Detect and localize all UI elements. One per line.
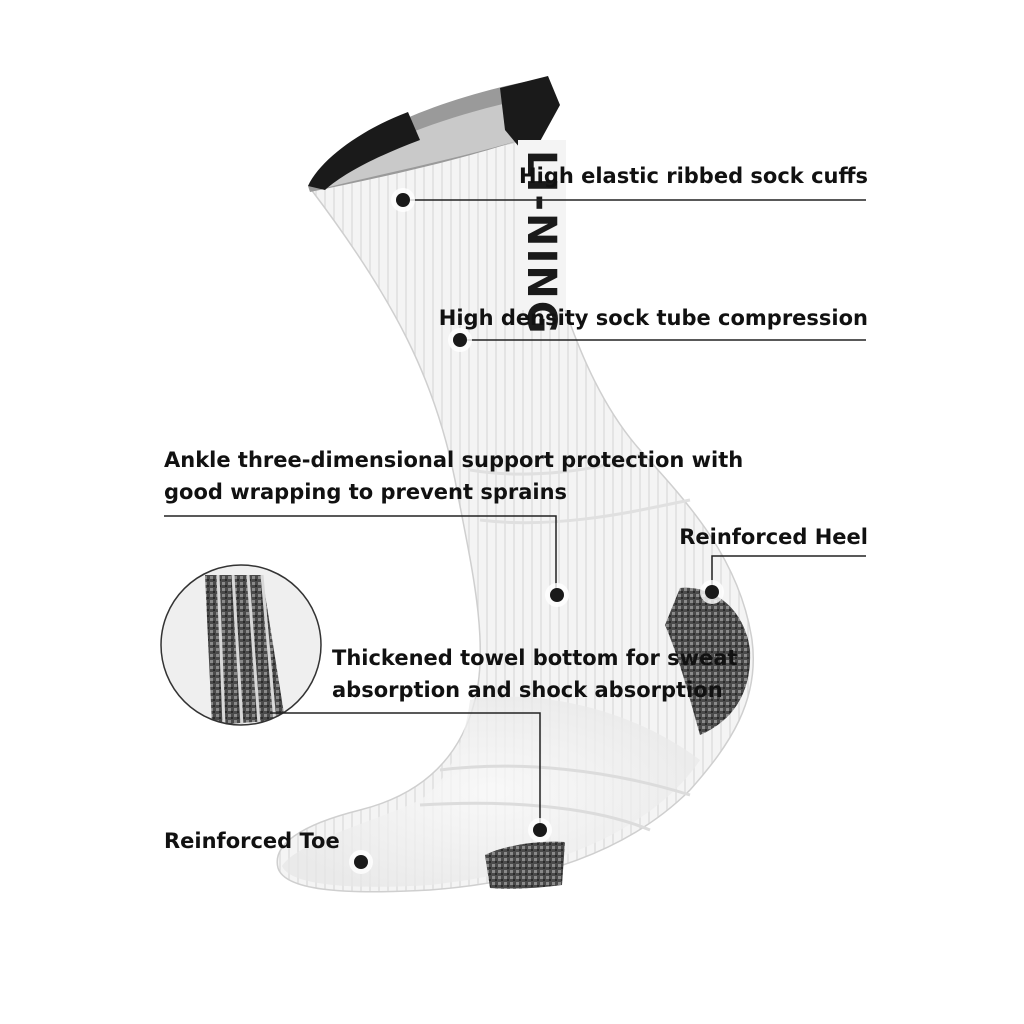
dot-marker-icon xyxy=(448,328,472,352)
callout-towel: Thickened towel bottom for sweat absorpt… xyxy=(332,642,737,706)
markers xyxy=(349,188,724,874)
leader-lines xyxy=(164,199,866,830)
sock-cuff-band-right xyxy=(500,76,560,148)
sock-brand-text: LI-NING xyxy=(518,150,564,336)
reinforced-heel-zone xyxy=(665,587,751,735)
callout-towel-line2: absorption and shock absorption xyxy=(332,678,723,702)
callout-ankle-line1: Ankle three-dimensional support protecti… xyxy=(164,448,744,472)
sock-foot-cushion xyxy=(282,696,700,887)
dot-marker-icon xyxy=(700,580,724,604)
leader-towel xyxy=(270,712,541,830)
callout-tube: High density sock tube compression xyxy=(438,306,868,330)
callout-cuffs: High elastic ribbed sock cuffs xyxy=(519,164,868,188)
dot-marker-icon xyxy=(391,188,415,212)
callout-ankle: Ankle three-dimensional support protecti… xyxy=(164,444,743,508)
dot-marker-icon xyxy=(528,818,552,842)
dot-marker-icon xyxy=(349,850,373,874)
callout-towel-line1: Thickened towel bottom for sweat xyxy=(332,646,738,670)
magnified-detail-icon xyxy=(160,564,322,726)
sock-cuff-band-left xyxy=(308,112,420,190)
callout-heel: Reinforced Heel xyxy=(679,525,868,549)
reinforced-toe-zone xyxy=(485,841,565,889)
callout-toe: Reinforced Toe xyxy=(164,829,340,853)
callout-ankle-line2: good wrapping to prevent sprains xyxy=(164,480,568,504)
leader-ankle xyxy=(164,515,557,595)
dot-marker-icon xyxy=(545,583,569,607)
